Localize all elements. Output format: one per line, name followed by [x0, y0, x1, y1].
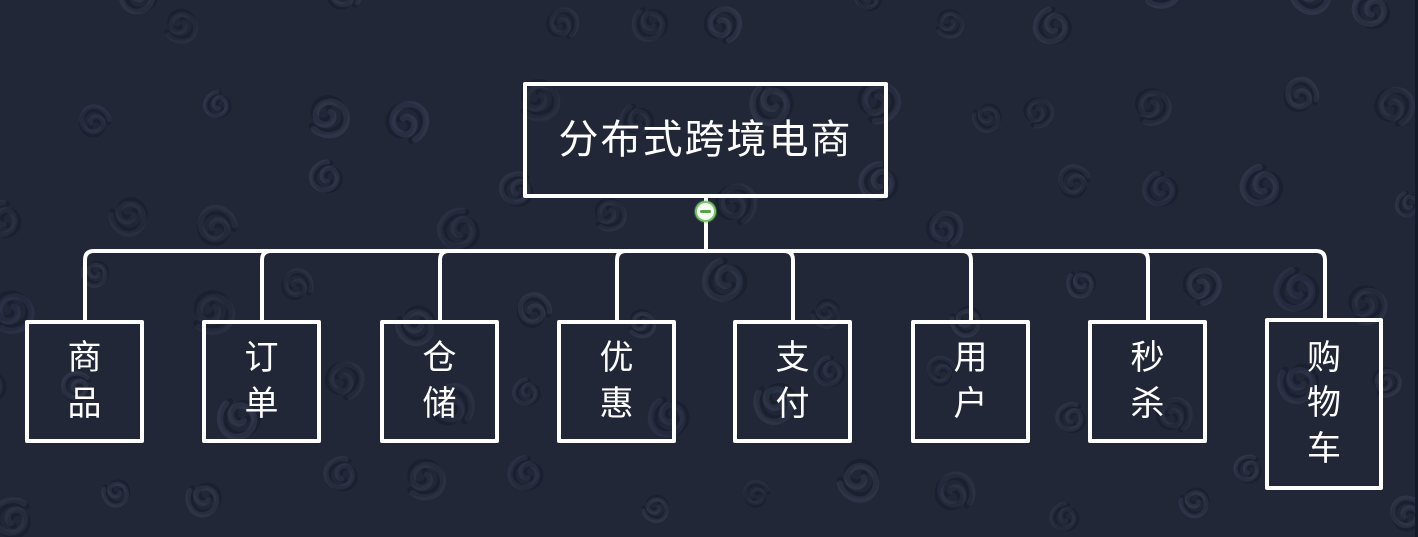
child-node-label: 仓储 [422, 339, 457, 423]
collapse-toggle-button[interactable] [695, 201, 716, 222]
node-flash-sale[interactable]: 秒杀 [1088, 320, 1207, 443]
node-payment[interactable]: 支付 [733, 320, 852, 443]
root-node-label: 分布式跨境电商 [558, 118, 853, 162]
node-root[interactable]: 分布式跨境电商 [523, 82, 888, 198]
node-shopping-cart[interactable]: 购物车 [1265, 318, 1383, 490]
child-node-label: 购物车 [1307, 339, 1341, 468]
child-node-label: 秒杀 [1130, 339, 1165, 423]
node-warehouse[interactable]: 仓储 [380, 320, 499, 443]
node-products[interactable]: 商品 [25, 320, 144, 443]
child-node-label: 支付 [775, 339, 810, 423]
canvas-right-edge [1415, 0, 1418, 537]
node-coupons[interactable]: 优惠 [557, 320, 676, 443]
child-node-label: 订单 [244, 339, 279, 423]
minus-icon [700, 210, 711, 213]
child-node-label: 商品 [67, 339, 102, 423]
child-node-label: 用户 [953, 339, 988, 423]
node-orders[interactable]: 订单 [202, 320, 321, 443]
node-users[interactable]: 用户 [911, 320, 1030, 443]
child-node-label: 优惠 [599, 339, 634, 423]
